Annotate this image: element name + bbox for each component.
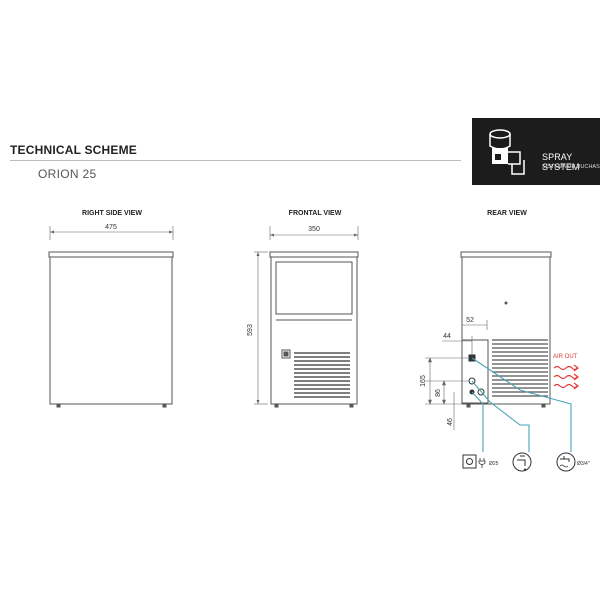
rear-dim-44-label: 44 xyxy=(443,333,451,340)
side-view-title: RIGHT SIDE VIEW xyxy=(82,210,142,217)
rear-view-title: REAR VIEW xyxy=(487,210,527,217)
front-width-label: 350 xyxy=(308,226,320,233)
badge-subtitle: SISTEMA DE DUCHAS xyxy=(542,164,600,170)
page-title: TECHNICAL SCHEME xyxy=(10,143,137,157)
callout-lines xyxy=(471,357,572,452)
water-drain-icon xyxy=(512,452,532,472)
spray-system-badge: SPRAY SYSTEM SISTEMA DE DUCHAS xyxy=(472,118,600,185)
side-width-dimension xyxy=(49,226,174,240)
front-view-outline xyxy=(269,251,359,408)
rear-dim-52 xyxy=(461,320,488,330)
front-width-dimension xyxy=(269,226,359,240)
title-divider xyxy=(10,160,461,161)
rear-view-outline xyxy=(460,251,552,408)
water-inlet-icon xyxy=(556,452,576,472)
power-plug-label: Ø25 xyxy=(489,461,499,467)
front-height-dimension xyxy=(254,251,268,405)
front-vent-grille xyxy=(294,352,350,398)
side-width-label: 475 xyxy=(105,224,117,231)
rear-dim-46-label: 46 xyxy=(447,418,454,426)
ice-machine-icon xyxy=(489,129,525,175)
air-out-label: AIR OUT xyxy=(553,354,578,360)
air-out-arrows xyxy=(553,364,579,390)
front-height-label: 593 xyxy=(247,324,254,336)
rear-dim-86-label: 86 xyxy=(435,389,442,397)
power-plug-icon xyxy=(462,454,486,469)
side-view-outline xyxy=(48,251,174,408)
rear-vertical-dims xyxy=(425,357,470,430)
rear-dim-165-label: 165 xyxy=(420,375,427,387)
rear-vent-grille xyxy=(492,339,548,397)
water-inlet-label: Ø3/4" xyxy=(577,461,590,467)
rear-dim-44 xyxy=(442,336,473,355)
badge-title: SPRAY SYSTEM xyxy=(542,152,580,172)
rear-dim-52-label: 52 xyxy=(466,317,474,324)
front-view-title: FRONTAL VIEW xyxy=(289,210,342,217)
model-name: ORION 25 xyxy=(38,167,97,181)
